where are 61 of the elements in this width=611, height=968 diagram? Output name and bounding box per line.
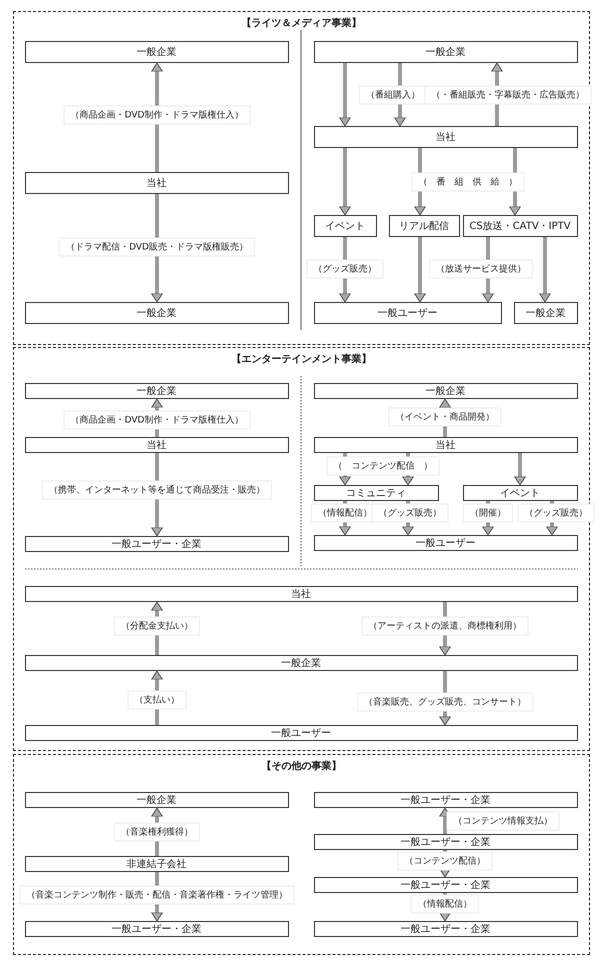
section-heading: 【その他の事業】: [262, 760, 342, 773]
entity-box: 一般ユーザー・企業: [314, 834, 578, 850]
edge-label: （放送サービス提供）: [429, 260, 533, 278]
entity-box: イベント: [314, 214, 376, 236]
entity-box: 当社: [24, 586, 578, 602]
section-heading: 【エンターテインメント事業】: [232, 352, 372, 366]
entity-box: 非連結子会社: [24, 856, 288, 872]
edge-label: （番組購入）: [359, 86, 427, 104]
section-heading: 【ライツ＆メディア事業】: [242, 16, 362, 30]
entity-box: 一般ユーザー: [314, 302, 502, 324]
entity-box: 一般企業: [24, 792, 288, 808]
edge-label: （ コンテンツ配信 ）: [326, 456, 440, 476]
section-frame: [13, 347, 590, 751]
section-frame: [13, 11, 590, 345]
entity-box: 当社: [314, 126, 578, 148]
edge-label: （グッズ販売）: [372, 504, 448, 522]
arrow: [514, 453, 526, 486]
edge-label: （音楽権利獲得）: [114, 822, 200, 842]
edge-label: （商品企画・DVD制作・ドラマ版権仕入）: [64, 106, 250, 124]
entity-box: イベント: [462, 484, 578, 500]
edge-label: （イベント・商品開発）: [388, 408, 502, 426]
entity-box: 一般企業: [24, 654, 578, 670]
edge-label: （コンテンツ情報支払）: [446, 812, 560, 830]
entity-box: CS放送・CATV・IPTV: [462, 214, 578, 236]
entity-box: 一般企業: [24, 382, 288, 398]
entity-box: 一般企業: [314, 40, 578, 62]
entity-box: 一般ユーザー・企業: [24, 920, 288, 936]
entity-box: 一般企業: [24, 40, 288, 62]
entity-box: 一般企業: [24, 302, 288, 324]
entity-box: 一般ユーザー・企業: [314, 876, 578, 892]
entity-box: 一般ユーザー・企業: [24, 536, 288, 552]
section-frame: [13, 754, 590, 955]
arrow: [339, 63, 351, 126]
edge-label: （分配金支払い）: [114, 616, 200, 636]
edge-label: （グッズ販売）: [518, 504, 594, 522]
arrow: [414, 237, 426, 302]
arrow: [339, 148, 351, 216]
entity-box: 一般企業: [514, 302, 578, 324]
edge-label: （情報配信）: [411, 894, 479, 914]
entity-box: 一般ユーザー: [314, 534, 578, 550]
edge-label: （支払い）: [128, 690, 186, 710]
edge-label: （・番組販売・字幕販売・広告販売）: [424, 86, 592, 104]
edge-label: （ドラマ配信・DVD販売・ドラマ版権販売）: [59, 238, 255, 256]
edge-label: （音楽コンテンツ制作・販売・配信・音楽著作権・ライツ管理）: [20, 886, 294, 904]
entity-box: コミュニティ: [314, 484, 438, 500]
edge-label: （アーティストの派遣、商標権利用）: [362, 616, 528, 636]
entity-box: 一般ユーザー: [24, 724, 578, 740]
entity-box: 一般企業: [314, 382, 578, 398]
entity-box: 当社: [24, 172, 288, 194]
edge-label: （携帯、インターネット等を通じて商品受注・販売）: [42, 480, 272, 500]
edge-label: （ 番 組 供 給 ）: [412, 172, 524, 192]
arrow: [539, 237, 551, 302]
edge-label: （音楽販売、グッズ販売、コンサート）: [357, 692, 533, 712]
entity-box: 一般ユーザー・企業: [314, 920, 578, 936]
edge-label: （開催）: [463, 504, 513, 522]
entity-box: リアル配信: [388, 214, 460, 236]
entity-box: 一般ユーザー・企業: [314, 792, 578, 808]
edge-label: （商品企画・DVD制作・ドラマ版権仕入）: [64, 410, 250, 430]
edge-label: （グッズ販売）: [306, 260, 384, 278]
entity-box: 当社: [24, 436, 288, 452]
entity-box: 当社: [314, 436, 578, 452]
